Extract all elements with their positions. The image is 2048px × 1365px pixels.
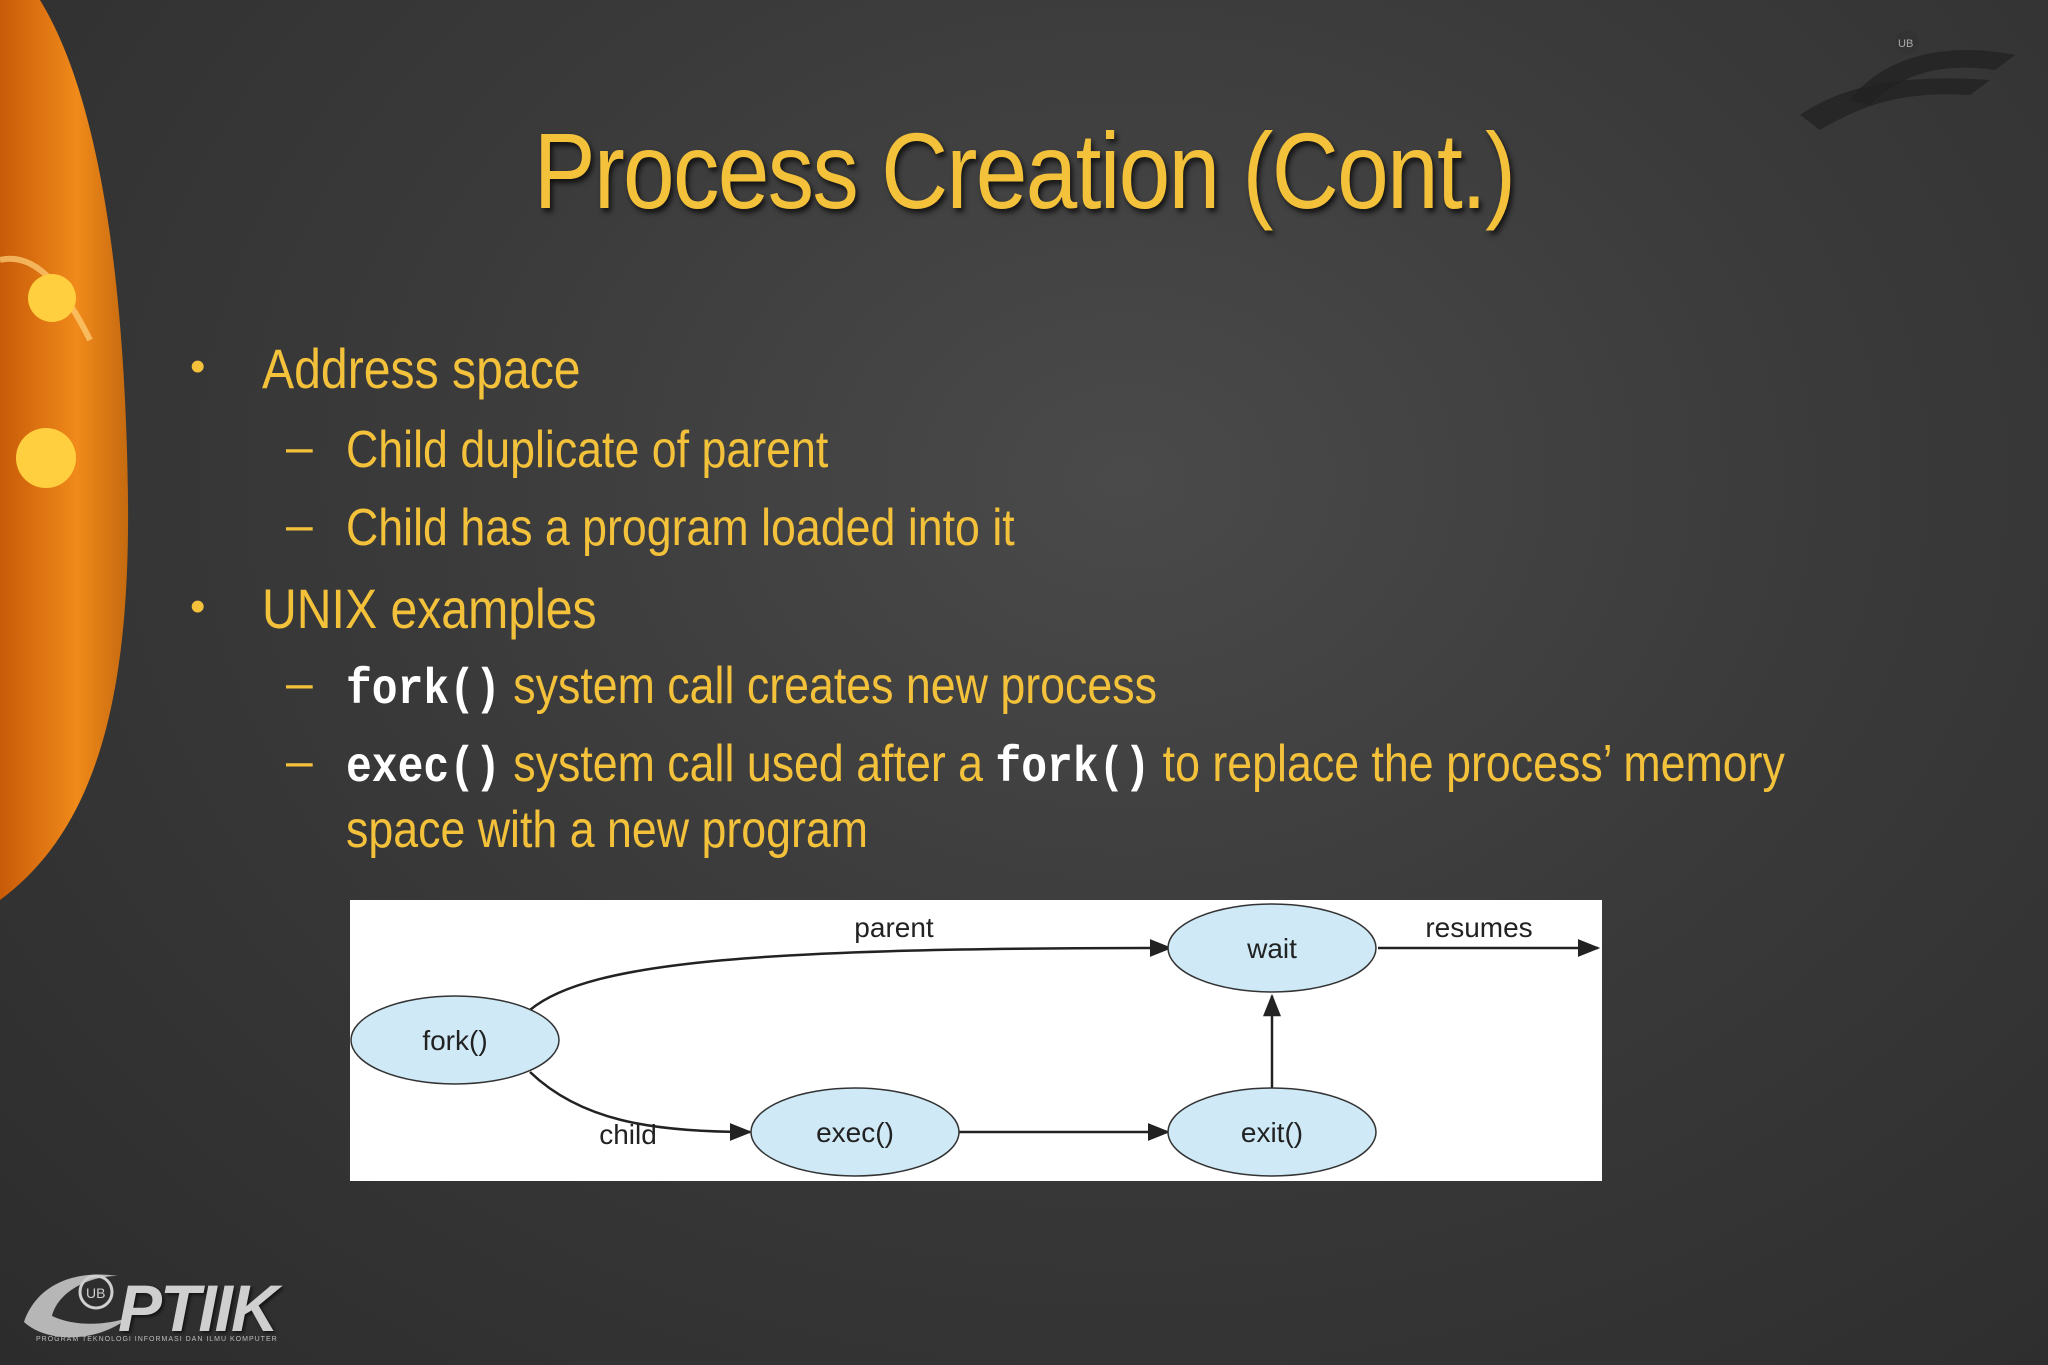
bullet-unix-examples: UNIX examples [262,577,597,640]
subbullet-fork-text: system call creates new process [500,657,1157,715]
slide-title: Process Creation (Cont.) [533,110,1516,231]
process-diagram: fork() exec() wait exit() parent child r… [350,900,1602,1181]
ptiik-logo-text: PTIIK [118,1271,279,1345]
edge-parent [529,939,1173,1011]
code-fork-inline: fork() [995,740,1151,797]
subbullet-marker: – [286,499,313,552]
subbullet-child-duplicate: Child duplicate of parent [346,421,829,479]
edge-label-parent: parent [854,912,934,943]
edge-label-resumes: resumes [1425,912,1532,943]
subbullet-exec-text-a: system call used after a [500,735,996,793]
bullet-marker: • [190,342,206,391]
bullet-address-space: Address space [262,337,581,400]
code-exec: exec() [346,740,501,797]
bullet-marker: • [190,582,206,631]
node-exit-label: exit() [1241,1117,1303,1148]
subbullet-child-program: Child has a program loaded into it [346,499,1015,557]
node-fork-label: fork() [422,1025,487,1056]
node-exec: exec() [750,1087,960,1177]
node-wait: wait [1167,903,1377,993]
subbullet-exec-text-b: to replace the process’ memory [1150,735,1785,793]
subbullet-marker: – [286,735,313,788]
corner-badge-text: UB [1898,38,1913,50]
code-fork: fork() [346,662,501,719]
subbullet-exec-continuation: space with a new program [346,801,868,859]
subbullet-marker: – [286,421,313,474]
subbullet-fork: fork() system call creates new process [346,656,1157,719]
subbullet-exec: exec() system call used after a fork() t… [346,734,1785,797]
node-fork: fork() [350,995,560,1085]
node-exec-label: exec() [816,1117,894,1148]
corner-logo-icon: UB [1800,30,2015,130]
ptiik-badge-text: UB [86,1285,105,1301]
orange-dot-icon [16,428,76,488]
ptiik-logo-icon: UB [24,1274,128,1338]
node-wait-label: wait [1246,933,1297,964]
subbullet-marker: – [286,657,313,710]
edge-child [529,1071,753,1141]
ptiik-logo-caption: PROGRAM TEKNOLOGI INFORMASI DAN ILMU KOM… [36,1336,278,1343]
node-exit: exit() [1167,1087,1377,1177]
edge-label-child: child [599,1119,657,1150]
orange-swoosh-decoration [0,0,129,900]
orange-dot-icon [28,274,76,322]
